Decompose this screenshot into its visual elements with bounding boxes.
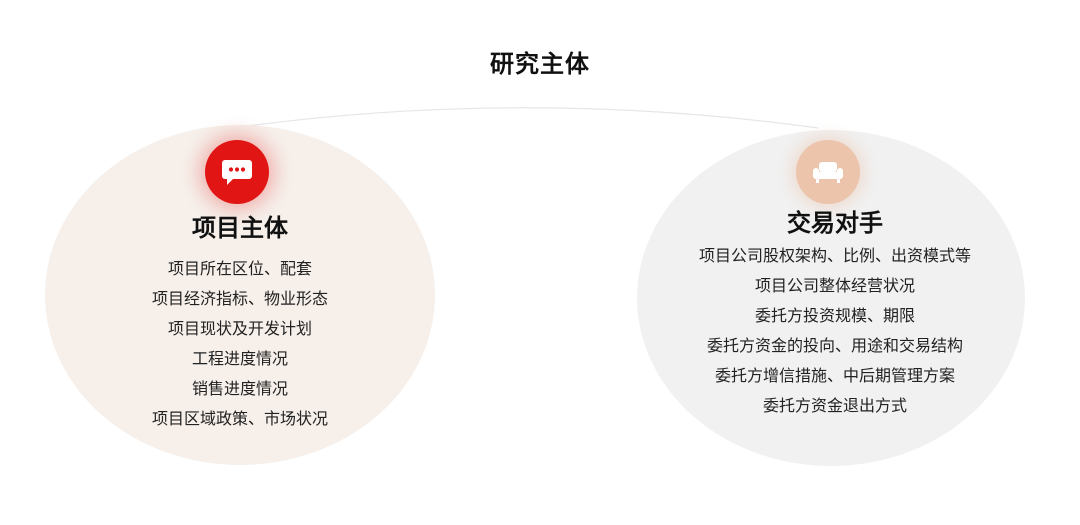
list-item: 项目公司整体经营状况 (754, 276, 915, 295)
list-item: 委托方增信措施、中后期管理方案 (714, 366, 955, 385)
project-subject-title: 项目主体 (192, 214, 288, 242)
project-subject-list: 项目所在区位、配套 项目经济指标、物业形态 项目现状及开发计划 工程进度情况 销… (110, 254, 370, 434)
counterparty-list: 项目公司股权架构、比例、出资模式等 项目公司整体经营状况 委托方投资规模、期限 … (680, 241, 990, 421)
list-item: 项目公司股权架构、比例、出资模式等 (698, 246, 971, 265)
list-item: 销售进度情况 (191, 379, 288, 398)
sofa-icon (796, 140, 860, 204)
chat-bubble-icon (205, 140, 269, 204)
list-item: 委托方资金退出方式 (762, 396, 907, 415)
page-title: 研究主体 (490, 50, 590, 78)
counterparty-title: 交易对手 (787, 209, 883, 237)
list-item: 工程进度情况 (191, 349, 288, 368)
list-item: 项目经济指标、物业形态 (151, 289, 328, 308)
list-item: 项目区域政策、市场状况 (151, 409, 328, 428)
list-item: 委托方资金的投向、用途和交易结构 (706, 336, 963, 355)
list-item: 项目所在区位、配套 (167, 259, 312, 278)
list-item: 项目现状及开发计划 (167, 319, 312, 338)
list-item: 委托方投资规模、期限 (754, 306, 915, 325)
